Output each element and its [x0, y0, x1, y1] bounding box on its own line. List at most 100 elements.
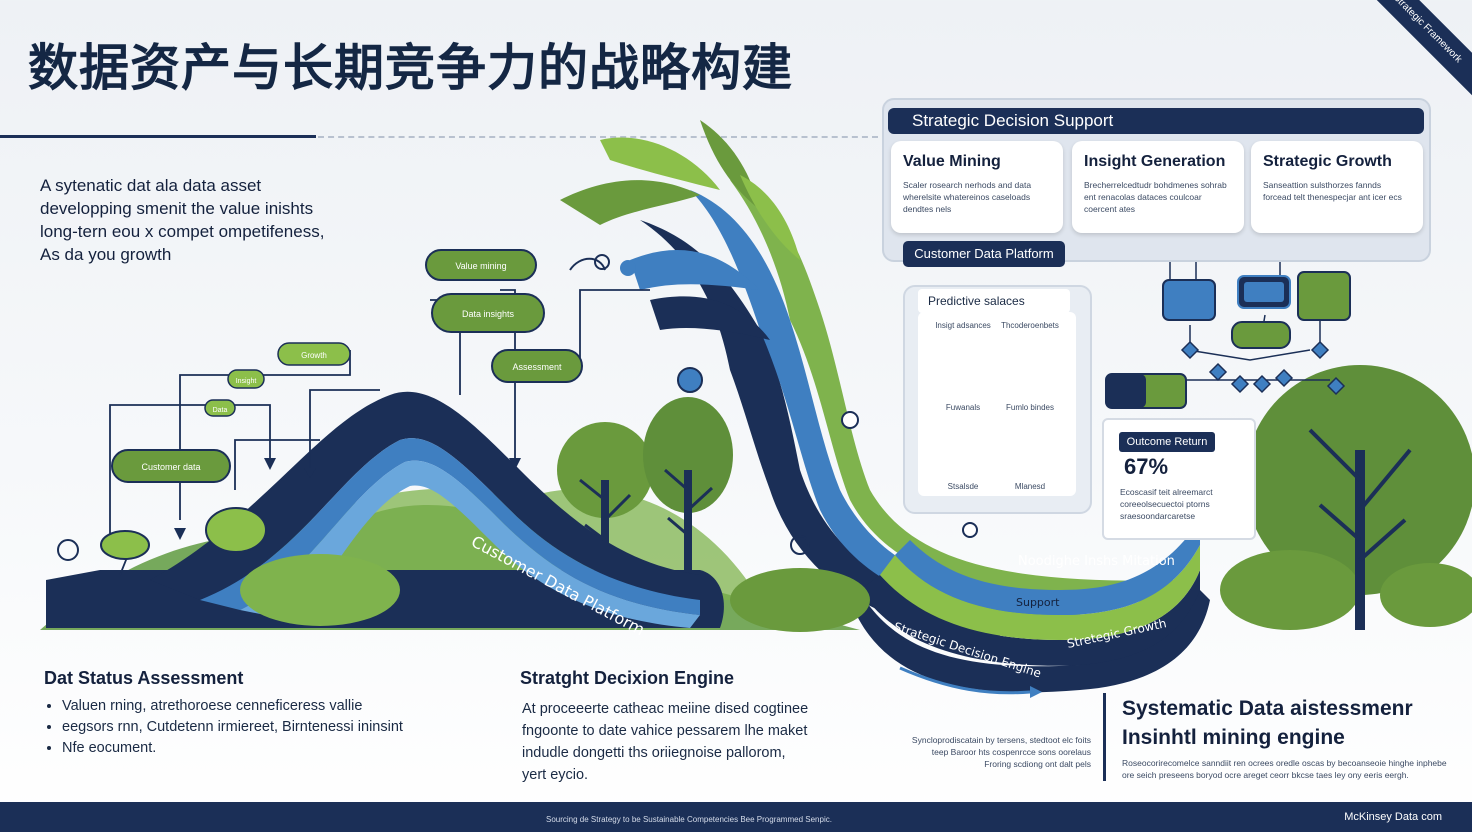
small-support-label: Support — [1016, 596, 1060, 609]
central-swoosh-blue — [690, 190, 1080, 620]
intro-line: long-tern eou x compet ompetifeness, — [40, 222, 325, 241]
footer-brand: McKinsey Data com — [1344, 811, 1442, 823]
systematic-title-line: Systematic Data aistessmenr — [1122, 697, 1413, 720]
intro-text: A sytenatic dat ala data asset developpi… — [40, 174, 324, 266]
predictive-header: Predictive salaces — [918, 289, 1070, 313]
swoosh-leaf — [600, 137, 720, 190]
mid-note: Syncloprodiscatain by tersens, stedtoot … — [911, 735, 1091, 769]
leaf-pill: Value mining — [425, 249, 537, 281]
network-node — [1244, 282, 1284, 302]
swoosh-leaf — [740, 175, 800, 260]
card-text: Scaler rosearch nerhods and data wherels… — [903, 180, 1032, 214]
vertical-rule — [1103, 693, 1106, 781]
list-item: eegsors rnn, Cutdetenn irmiereet, Birnte… — [62, 717, 403, 738]
network-node — [1297, 271, 1351, 321]
outcome-value: 67% — [1124, 454, 1169, 479]
tree — [1220, 365, 1472, 630]
network-node — [1231, 321, 1291, 349]
ring-label: Fuwanals — [945, 403, 981, 412]
list-item: Nfe eocument. — [62, 738, 403, 759]
strategic-decision-header: Strategic Decision Support — [888, 108, 1424, 134]
arc-node-icon — [962, 522, 978, 538]
leaf-pill-text: Growth — [301, 351, 327, 360]
lightbulb-icon — [594, 254, 610, 270]
status-assessment-list: Valuen rning, atrethoroese cenneficeress… — [40, 696, 403, 759]
text-line: indudle dongetti ths oriiegnoise palloro… — [522, 745, 786, 761]
bush — [240, 554, 400, 626]
network-node — [1162, 279, 1216, 321]
systematic-title-line: Insinhtl mining engine — [1122, 726, 1345, 749]
target-icon — [677, 367, 703, 393]
decision-engine-text: At proceeerte catheac meiine dised cogti… — [522, 698, 852, 786]
outcome-tag: Outcome Return — [1119, 432, 1215, 452]
ring-label: Mlanesd — [1014, 482, 1046, 491]
footer-note: Sourcing de Strategy to be Sustainable C… — [546, 815, 832, 824]
text-line: At proceeerte catheac meiine dised cogti… — [522, 701, 809, 717]
card-title: Insight Generation — [1084, 153, 1226, 170]
customer-data-platform-tag: Customer Data Platform — [903, 241, 1065, 267]
swoosh-leaf — [700, 120, 760, 210]
leaf-pill-text: Data — [213, 407, 228, 414]
outcome-text: Ecoscasif teit alreemarct coreeolsecuect… — [1120, 487, 1213, 521]
systematic-text: Roseocorirecomelce sanndiit ren ocrees o… — [1122, 758, 1447, 780]
arc-arrow — [899, 666, 1031, 695]
card-title: Value Mining — [903, 153, 1001, 170]
tree — [557, 422, 653, 570]
intro-line: As da you growth — [40, 245, 172, 264]
list-item: Valuen rning, atrethoroese cenneficeress… — [62, 696, 403, 717]
intro-line: A sytenatic dat ala data asset — [40, 176, 262, 195]
decision-engine-title: Stratght Decixion Engine — [520, 668, 735, 688]
systematic-title: Systematic Data aistessmenr Insinhtl min… — [1122, 694, 1413, 752]
text-line: fngoonte to date vahice pessarem lhe mak… — [522, 723, 808, 739]
leaf-pill: Growth — [277, 342, 351, 366]
mountain-arc-light — [240, 460, 700, 628]
card-title: Strategic Growth — [1263, 153, 1392, 170]
key-icon — [569, 257, 606, 271]
arc-blue-right — [895, 520, 1200, 615]
spiral-icon — [57, 539, 79, 561]
card-text: Sanseattion sulsthorzes fannds forcead t… — [1263, 180, 1402, 202]
swoosh-leaf — [560, 180, 700, 225]
predictive-inner — [918, 312, 1076, 496]
footer-bar — [0, 802, 1472, 832]
arc-bottom-wide — [850, 590, 1210, 693]
strategy-diagram: Customer Data Platform Noodighe Inshs Mi… — [40, 120, 1472, 698]
leaf-pill-text: Assessment — [512, 362, 562, 372]
leaf-pill: Insight — [227, 369, 265, 389]
arc-arrow-head — [1030, 686, 1042, 698]
strategic-growth-card: Strategic Growth Sanseattion sulsthorzes… — [1251, 141, 1423, 233]
swoosh-wave — [650, 296, 770, 340]
ring-label: Insigt adsances — [935, 321, 991, 330]
leaf-bubble — [100, 530, 150, 560]
flow-arrowheads — [174, 458, 521, 540]
title-dashed-rule — [318, 136, 878, 138]
tree — [643, 397, 733, 570]
leaf-pill: Data insights — [431, 293, 545, 333]
ring-label: Fumlo bindes — [1005, 403, 1055, 412]
arc-node-icon — [841, 411, 859, 429]
intro-line: developping smenit the value inishts — [40, 199, 314, 218]
mountain-arc — [150, 391, 700, 600]
value-mining-card: Value Mining Scaler rosearch nerhods and… — [891, 141, 1063, 233]
leaf-bubble — [205, 507, 267, 553]
text-line: yert eycio. — [522, 767, 589, 783]
leaf-pill-text: Insight — [236, 378, 257, 385]
leaf-pill-text: Value mining — [455, 261, 506, 271]
insight-generation-card: Insight Generation Brecherrelcedtudr boh… — [1072, 141, 1244, 233]
leaf-pill-text: Customer data — [141, 462, 200, 472]
page-title: 数据资产与长期竞争力的战略构建 — [28, 39, 793, 97]
arc-node-icon — [790, 535, 810, 555]
mountain-arc-blue — [200, 438, 700, 615]
leaf-pill: Assessment — [491, 349, 583, 383]
leaf-pill: Customer data — [111, 449, 231, 483]
network-diamonds — [1180, 340, 1346, 396]
network-node — [1106, 374, 1146, 408]
ring-label: Thcoderoenbets — [1001, 321, 1059, 330]
ring-label: Stsalsde — [947, 482, 979, 491]
swoosh-wave — [630, 250, 760, 290]
drop-icon — [620, 260, 636, 276]
card-text: Brecherrelcedtudr bohdmenes sohrab ent r… — [1084, 180, 1227, 214]
bush — [730, 568, 870, 632]
title-underline — [0, 135, 316, 138]
leaf-pill-text: Data insights — [462, 309, 515, 319]
